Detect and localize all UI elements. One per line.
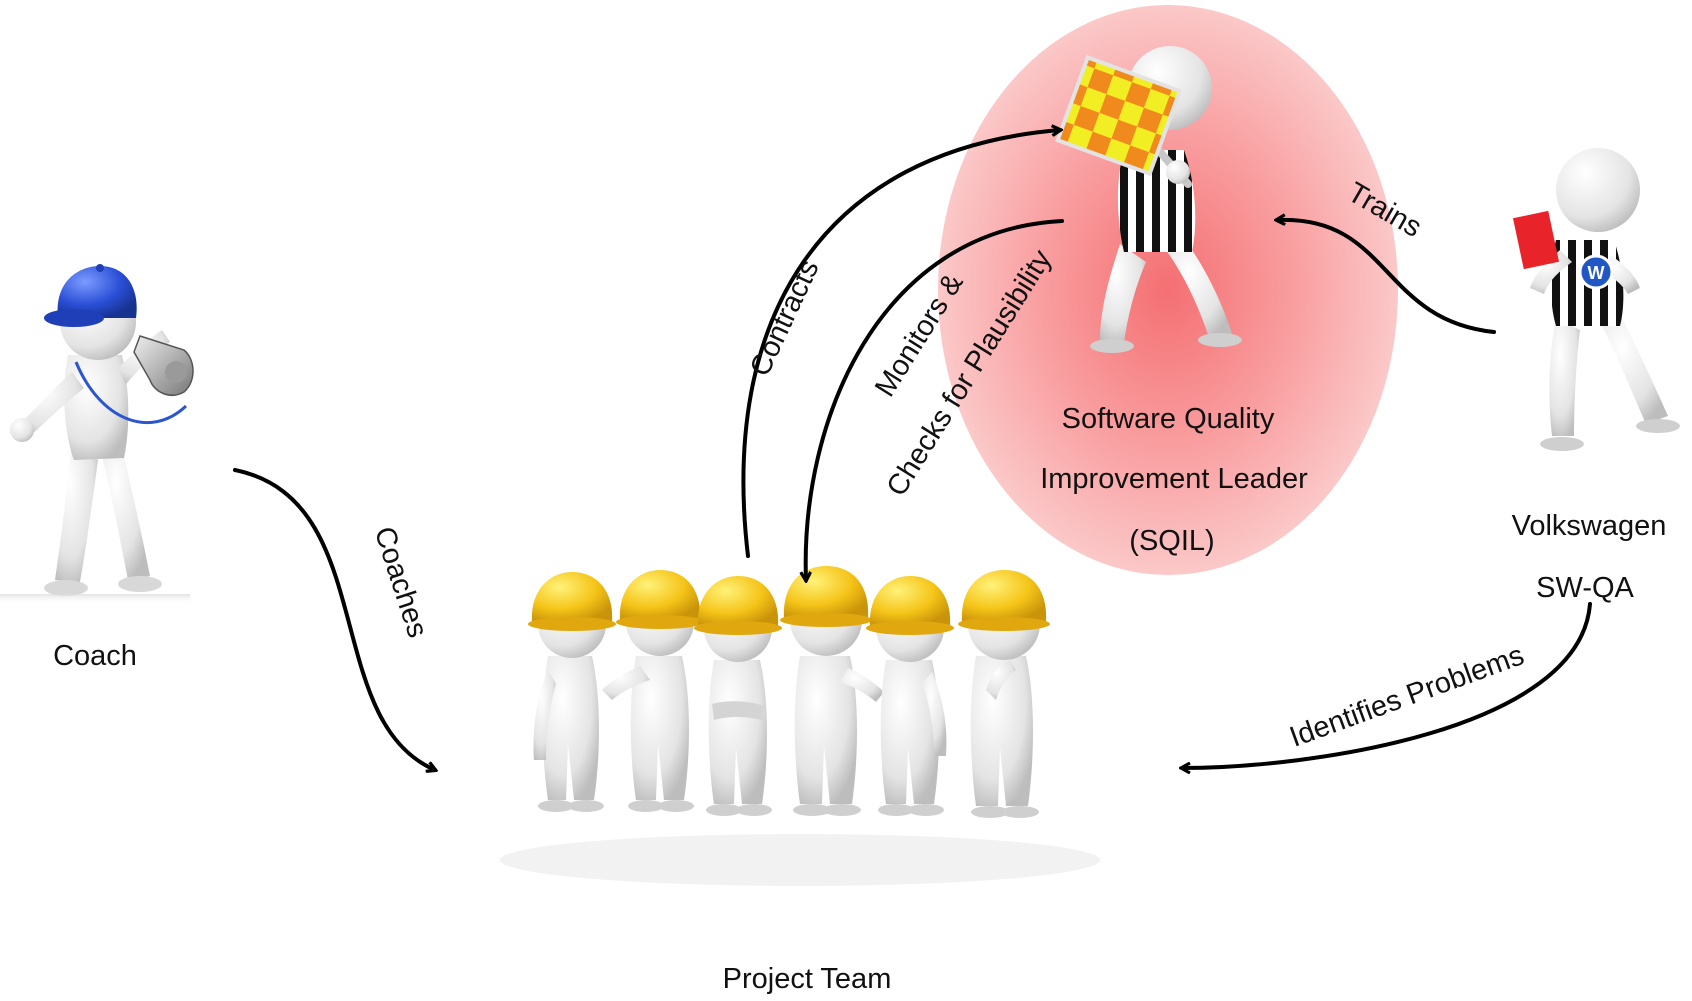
coaches-arrow [233, 468, 435, 770]
arrows [233, 130, 1592, 770]
svg-text:W: W [1588, 263, 1605, 283]
vw-label-line2: SW-QA [1536, 572, 1634, 604]
coach-label: Coach [53, 640, 137, 672]
vw-label-line1: Volkswagen [1512, 510, 1667, 542]
identifies-arrow [1182, 602, 1592, 768]
trains-arrow [1277, 220, 1496, 334]
coach-figure-icon [0, 264, 194, 604]
team-member-icon [694, 576, 782, 816]
sqil-highlight-circle [938, 5, 1398, 575]
sqil-label-line1: Software Quality [1062, 403, 1275, 435]
volkswagen-referee-figure-icon: W [1512, 148, 1680, 451]
sqil-label-line3: (SQIL) [1129, 525, 1214, 557]
team-member-icon [528, 572, 616, 812]
coaches-relation-label: Coaches [368, 523, 434, 642]
identifies-relation-label: Identifies Problems [1286, 639, 1529, 753]
contracts-arrow [741, 130, 1060, 558]
project-team-label: Project Team [723, 963, 892, 995]
team-member-icon [958, 570, 1050, 818]
team-member-icon [780, 566, 884, 816]
team-member-icon [602, 570, 704, 812]
project-team-figures-icon [500, 566, 1100, 886]
monitors-arrow [806, 219, 1064, 580]
contracts-relation-label: Contracts [744, 255, 825, 381]
sqil-label-line2: Improvement Leader [1040, 463, 1308, 495]
sqil-referee-figure-icon [1055, 46, 1242, 353]
team-member-icon [866, 576, 954, 816]
